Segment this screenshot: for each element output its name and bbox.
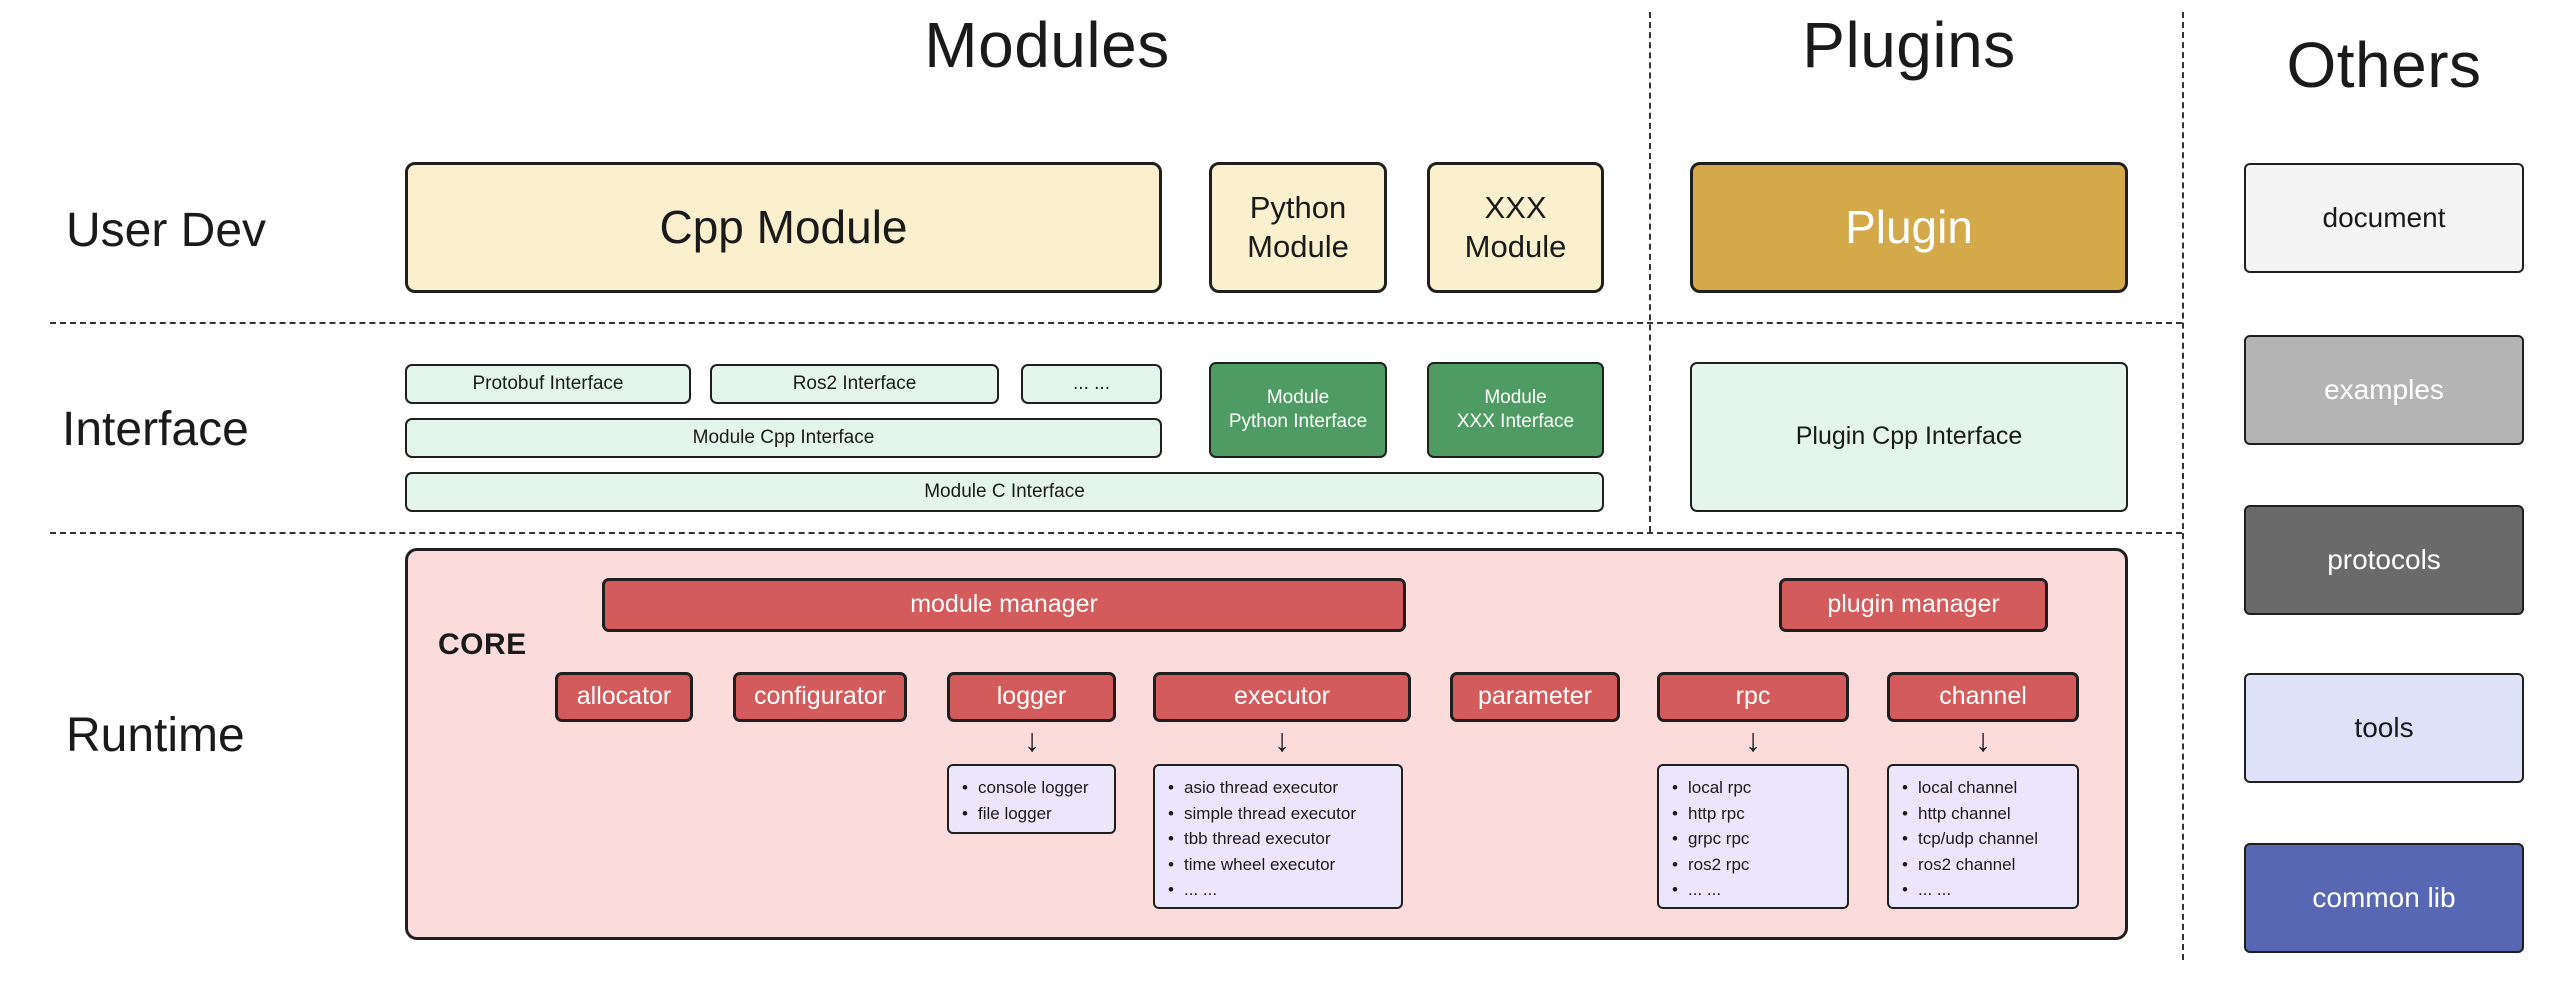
list-item: simple thread executor: [1165, 801, 1395, 827]
plugin-manager-box: plugin manager: [1779, 578, 2048, 632]
rpc-down-arrow-icon: ↓: [1745, 722, 1761, 758]
userdev-interface-divider: [50, 322, 2182, 324]
executor-box: executor: [1153, 672, 1411, 722]
row-label-user-dev: User Dev: [66, 204, 267, 257]
list-item: console logger: [959, 775, 1108, 801]
module-cpp-interface-box: Module Cpp Interface: [405, 418, 1162, 458]
list-item: ... ...: [1165, 877, 1395, 903]
list-item: file logger: [959, 801, 1108, 827]
logger-box: logger: [947, 672, 1116, 722]
ros2-interface-box: Ros2 Interface: [710, 364, 999, 404]
plugins-section-title: Plugins: [1802, 9, 2016, 81]
protobuf-interface-box: Protobuf Interface: [405, 364, 691, 404]
allocator-box: allocator: [555, 672, 693, 722]
plugin-box: Plugin: [1690, 162, 2128, 293]
list-item: local channel: [1899, 775, 2071, 801]
core-label: CORE: [438, 628, 527, 661]
row-label-interface: Interface: [62, 403, 249, 456]
channel-box: channel: [1887, 672, 2079, 722]
others-examples-box: examples: [2244, 335, 2524, 445]
modules-section-title: Modules: [924, 9, 1170, 81]
interface-runtime-divider: [50, 532, 2182, 534]
others-common-lib-box: common lib: [2244, 843, 2524, 953]
logger-down-arrow-icon: ↓: [1024, 722, 1040, 758]
list-item: tbb thread executor: [1165, 826, 1395, 852]
parameter-box: parameter: [1450, 672, 1620, 722]
module-c-interface-box: Module C Interface: [405, 472, 1604, 512]
list-item: ... ...: [1899, 877, 2071, 903]
channel-down-arrow-icon: ↓: [1975, 722, 1991, 758]
list-item: ros2 rpc: [1669, 852, 1841, 878]
others-document-box: document: [2244, 163, 2524, 273]
others-tools-box: tools: [2244, 673, 2524, 783]
row-label-runtime: Runtime: [66, 709, 245, 762]
list-item: http rpc: [1669, 801, 1841, 827]
module-manager-box: module manager: [602, 578, 1406, 632]
list-item: time wheel executor: [1165, 852, 1395, 878]
list-item: ros2 channel: [1899, 852, 2071, 878]
more-interfaces-box: ... ...: [1021, 364, 1162, 404]
configurator-box: configurator: [733, 672, 907, 722]
list-item: local rpc: [1669, 775, 1841, 801]
list-item: tcp/udp channel: [1899, 826, 2071, 852]
module-python-interface-box: Module Python Interface: [1209, 362, 1387, 458]
xxx-module-box: XXX Module: [1427, 162, 1604, 293]
rpc-impl-list: local rpc http rpc grpc rpc ros2 rpc ...…: [1657, 764, 1849, 909]
executor-down-arrow-icon: ↓: [1274, 722, 1290, 758]
python-module-box: Python Module: [1209, 162, 1387, 293]
channel-impl-list: local channel http channel tcp/udp chann…: [1887, 764, 2079, 909]
others-section-title: Others: [2286, 29, 2482, 101]
rpc-box: rpc: [1657, 672, 1849, 722]
cpp-module-box: Cpp Module: [405, 162, 1162, 293]
plugins-others-divider: [2182, 12, 2184, 960]
module-xxx-interface-box: Module XXX Interface: [1427, 362, 1604, 458]
others-protocols-box: protocols: [2244, 505, 2524, 615]
list-item: asio thread executor: [1165, 775, 1395, 801]
list-item: ... ...: [1669, 877, 1841, 903]
plugin-cpp-interface-box: Plugin Cpp Interface: [1690, 362, 2128, 512]
list-item: http channel: [1899, 801, 2071, 827]
list-item: grpc rpc: [1669, 826, 1841, 852]
logger-impl-list: console logger file logger: [947, 764, 1116, 834]
modules-plugins-divider: [1649, 12, 1651, 532]
executor-impl-list: asio thread executor simple thread execu…: [1153, 764, 1403, 909]
